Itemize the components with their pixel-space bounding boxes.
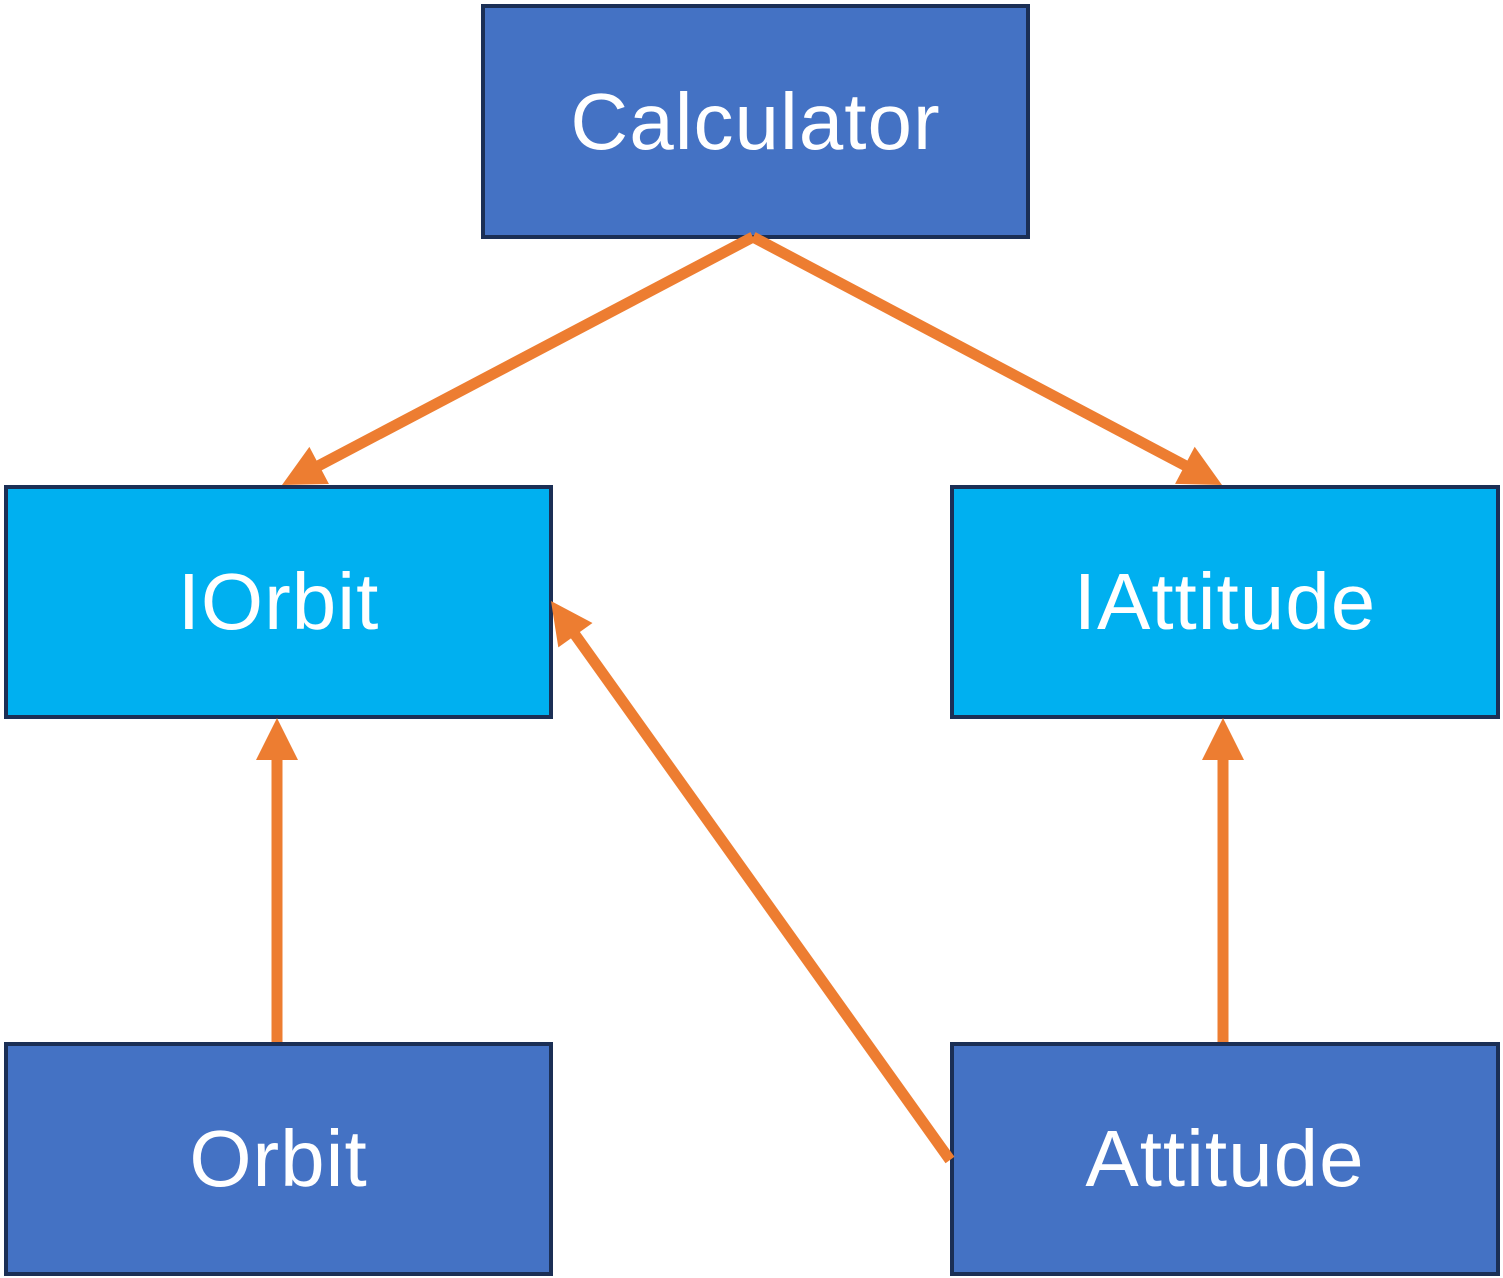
arrowhead <box>1202 718 1244 760</box>
arrow-line <box>750 232 1190 472</box>
iorbit-label: IOrbit <box>177 557 380 646</box>
arrow-orbit-to-iorbit <box>256 718 298 1042</box>
arrowhead <box>1175 446 1222 485</box>
orbit-label: Orbit <box>189 1114 368 1203</box>
arrowhead <box>551 601 593 648</box>
calculator-label: Calculator <box>570 76 941 166</box>
arrow-attitude-to-iorbit <box>551 601 955 1164</box>
attitude-label: Attitude <box>1085 1114 1365 1203</box>
arrow-calculator-to-iattitude <box>750 232 1222 485</box>
orbit-node[interactable]: Orbit <box>4 1042 553 1276</box>
arrow-line <box>569 630 955 1164</box>
iattitude-node[interactable]: IAttitude <box>950 485 1500 719</box>
arrow-calculator-to-iorbit <box>282 232 756 485</box>
iorbit-node[interactable]: IOrbit <box>4 485 553 719</box>
arrowhead <box>256 718 298 760</box>
arrowhead <box>282 446 329 485</box>
arrow-attitude-to-iattitude <box>1202 718 1244 1042</box>
calculator-node[interactable]: Calculator <box>481 4 1030 239</box>
iattitude-label: IAttitude <box>1073 557 1377 646</box>
attitude-node[interactable]: Attitude <box>950 1042 1500 1276</box>
arrow-line <box>314 232 756 472</box>
